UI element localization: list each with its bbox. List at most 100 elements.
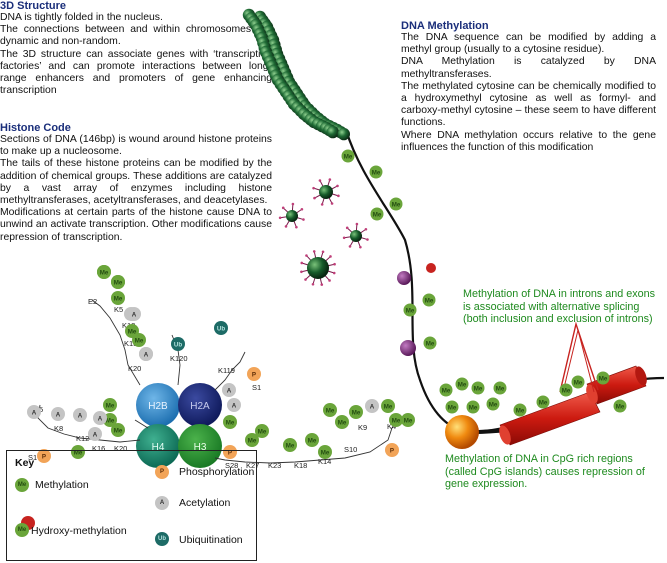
residue-k12b: K12 [76,434,89,443]
me-mark: Me [571,375,585,389]
me-mark: Me [370,207,384,221]
me-mark: Me [389,197,403,211]
me-mark-label: Me [373,211,382,218]
ac-mark: A [227,398,241,412]
residue-e2: E2 [88,297,97,306]
ac-mark: A [139,347,153,361]
me-mark: Me [389,413,403,427]
histone-code-p3: Modifications at certain parts of the hi… [0,207,272,243]
me-mark-label: Me [308,437,317,444]
me-mark-label: Me [574,379,583,386]
me-mark: Me [471,381,485,395]
methylated-cytosine-node [400,340,416,356]
histone-code-block: Histone Code Sections of DNA (146bp) is … [0,122,272,244]
me-mark-label: Me [372,169,381,176]
me-mark-label: Me [426,340,435,347]
ac-mark-label: A [132,311,137,318]
me-mark-label: Me [489,401,498,408]
chromatin-fiber [242,8,350,141]
me-mark: Me [349,405,363,419]
methylation-key-icon: Me [15,478,29,492]
hydroxymethyl-node [426,263,436,273]
methylated-cytosine-node [397,271,411,285]
me-mark-label: Me [326,407,335,414]
dna-methylation-p2: DNA Methylation is catalyzed by DNA meth… [401,56,656,80]
residue-k14: K14 [318,457,331,466]
residue-k4: K4 [387,422,396,431]
residue-k15: K15 [124,339,137,348]
structure3d-block: 3D Structure DNA is tightly folded in th… [0,0,272,97]
me-mark-label: Me [562,387,571,394]
ubiquitination-key-icon: Ub [155,532,169,546]
residue-s1: S1 [252,383,261,392]
me-mark-label: Me [106,417,115,424]
key-acetylation: Acetylation [179,497,231,509]
ac-mark: A [51,407,65,421]
dna-methylation-p3: The methylated cytosine can be chemicall… [401,80,656,129]
nucleosome-small [342,222,369,249]
hydroxy-key-icon: Me [15,523,29,537]
me-mark: Me [596,371,610,385]
ph-mark-label: P [228,449,232,456]
introns-note: Methylation of DNA in introns and exons … [463,288,656,326]
histone-h3 [178,424,222,468]
histone-h2a [178,383,222,427]
me-mark-label: Me [474,385,483,392]
me-mark: Me [255,424,269,438]
key-phosphorylation: Phosphorylation [179,466,255,478]
histone-h2b [136,383,180,427]
ph-mark: P [247,367,261,381]
me-mark: Me [71,445,85,459]
me-mark: Me [111,275,125,289]
residue-k119: K119 [218,366,235,375]
dna-methylation-p4: Where DNA methylation occurs relative to… [401,129,656,153]
me-mark-label: Me [616,403,625,410]
gene-cylinder [499,321,647,446]
ph-mark-label: P [42,453,46,460]
me-mark: Me [445,400,459,414]
me-mark: Me [305,433,319,447]
me-mark: Me [423,336,437,350]
me-mark-label: Me [128,328,137,335]
ub-mark: Ub [171,337,185,351]
me-mark: Me [455,377,469,391]
me-mark-label: Me [448,404,457,411]
residue-labels: E2 K5 K12 K15 K20 K120 K119 S1 K5 K8 K12… [28,297,396,470]
histone-code-p1: Sections of DNA (146bp) is wound around … [0,134,272,158]
dna-methylation-block: DNA Methylation The DNA sequence can be … [401,20,656,154]
me-mark: Me [439,383,453,397]
ub-mark-label: Ub [217,325,225,332]
residue-k18: K18 [294,461,307,470]
residue-k20b: K20 [114,444,127,453]
ac-mark-label: A [32,409,37,416]
me-mark: Me [381,399,395,413]
residue-k20: K20 [128,364,141,373]
me-mark-label: Me [286,442,295,449]
me-mark: Me [403,303,417,317]
me-mark-label: Me [469,404,478,411]
cpg-note: Methylation of DNA in CpG rich regions (… [445,453,645,491]
me-mark: Me [323,403,337,417]
me-mark-label: Me [248,437,257,444]
histone-label-h3: H3 [194,442,207,453]
me-mark: Me [613,399,627,413]
me-mark: Me [486,397,500,411]
me-mark: Me [536,395,550,409]
residue-s1b: S1 [28,453,37,462]
structure3d-p1: DNA is tightly folded in the nucleus. [0,12,163,23]
me-mark: Me [466,400,480,414]
me-mark: Me [341,149,355,163]
histone-label-h4: H4 [152,442,165,453]
ph-mark: P [37,449,51,463]
me-mark: Me [493,381,507,395]
ub-mark: Ub [214,321,228,335]
me-mark-label: Me [539,399,548,406]
residue-s28: S28 [225,461,238,470]
ph-mark: P [223,445,237,459]
me-mark: Me [132,333,146,347]
me-mark-label: Me [226,419,235,426]
me-mark-label: Me [458,381,467,388]
histone-label-h2b: H2B [148,401,168,412]
nucleosome-small [312,178,340,206]
ac-mark-label: A [78,412,83,419]
